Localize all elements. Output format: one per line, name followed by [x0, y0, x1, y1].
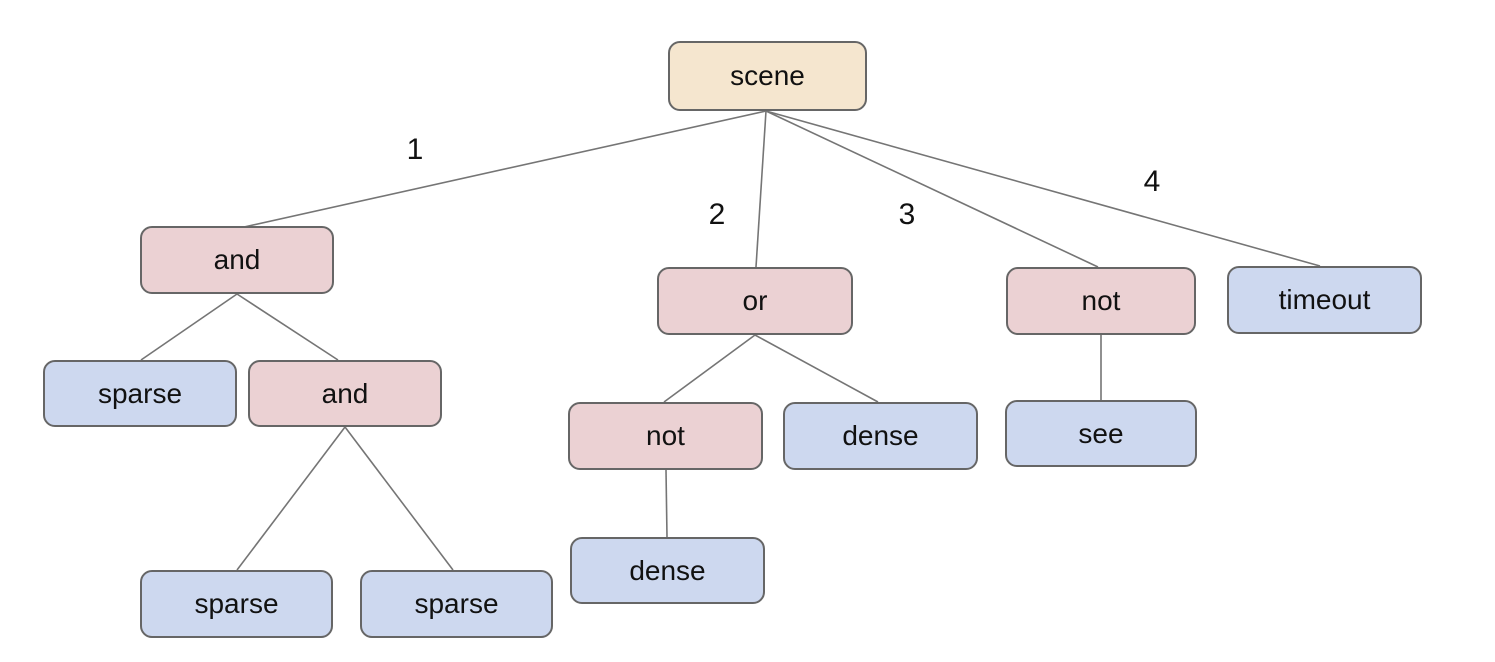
- edge-and2-sparse2: [344, 426, 454, 571]
- node-scene: scene: [668, 41, 867, 111]
- edge-scene-and: [243, 110, 767, 228]
- node-sparse-1: sparse: [43, 360, 237, 427]
- node-not-2: not: [568, 402, 763, 470]
- edge-or-not: [663, 334, 756, 403]
- edge-or-dense: [754, 334, 879, 403]
- node-or: or: [657, 267, 853, 335]
- node-dense-1: dense: [783, 402, 978, 470]
- edge-and-sparse: [140, 293, 238, 361]
- node-and-2: and: [248, 360, 442, 427]
- edge-scene-or: [755, 110, 767, 268]
- edge-label-4: 4: [1143, 165, 1161, 198]
- edge-and-and: [236, 293, 339, 361]
- edge-not2-dense: [665, 469, 668, 538]
- node-sparse-3: sparse: [360, 570, 553, 638]
- edge-label-1: 1: [406, 133, 424, 166]
- edge-label-3: 3: [898, 198, 916, 231]
- node-dense-2: dense: [570, 537, 765, 604]
- edge-label-2: 2: [708, 198, 726, 231]
- node-see: see: [1005, 400, 1197, 467]
- edge-scene-not: [765, 110, 1099, 268]
- node-timeout: timeout: [1227, 266, 1422, 334]
- edge-scene-timeout: [765, 110, 1321, 267]
- node-not-1: not: [1006, 267, 1196, 335]
- node-sparse-2: sparse: [140, 570, 333, 638]
- node-and-1: and: [140, 226, 334, 294]
- edge-and2-sparse: [236, 426, 346, 571]
